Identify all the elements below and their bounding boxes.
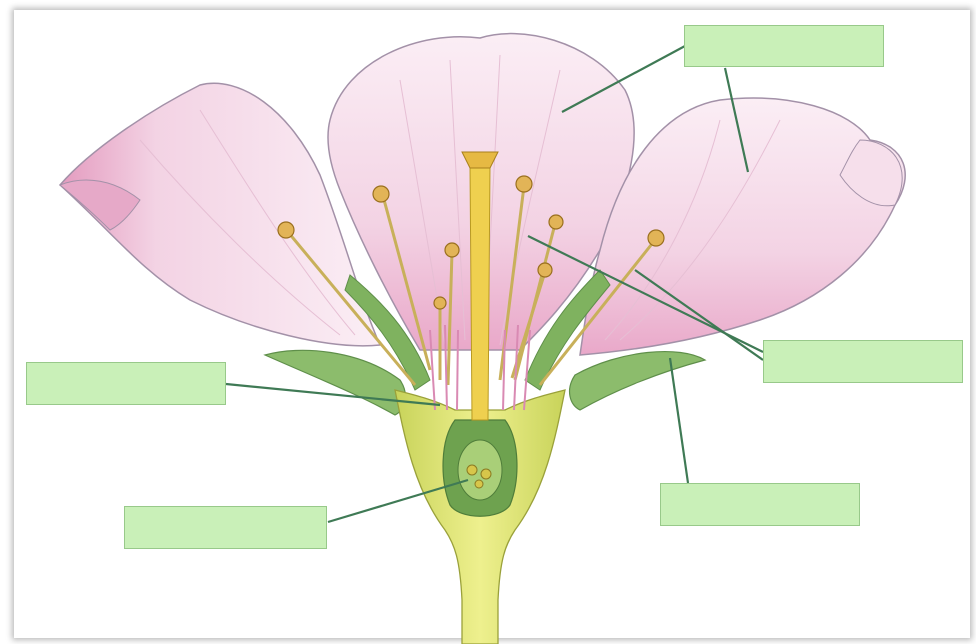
- label-box-right-lower[interactable]: [660, 483, 860, 526]
- label-box-right-middle[interactable]: [763, 340, 963, 383]
- ovule-3: [475, 480, 483, 488]
- label-box-top-right[interactable]: [684, 25, 884, 67]
- left-sepal: [265, 350, 405, 415]
- ovule-2: [481, 469, 491, 479]
- label-box-left-upper[interactable]: [26, 362, 226, 405]
- label-box-left-lower[interactable]: [124, 506, 327, 549]
- ovule-1: [467, 465, 477, 475]
- ovary-chamber: [458, 440, 502, 500]
- style: [470, 165, 490, 420]
- leader-line-sepal: [670, 358, 688, 483]
- right-sepal: [570, 352, 705, 410]
